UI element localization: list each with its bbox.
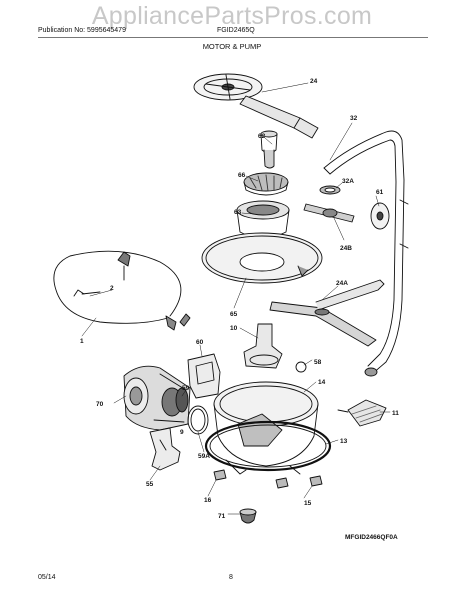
callout-labels: 24 62 32 66 32A 63 61 24B 65 2 24A 1 10 …	[80, 78, 399, 520]
sump-gasket-part	[204, 420, 332, 472]
heating-element-part	[53, 250, 191, 331]
callout-14: 14	[318, 379, 326, 386]
figure-id: MFGID2466QF0A	[345, 534, 398, 541]
pump-seal-part	[175, 387, 189, 413]
lower-spray-arm-part	[269, 279, 385, 347]
callout-59: 59	[182, 385, 190, 392]
exploded-parts-diagram: 24 62 32 66 32A 63 61 24B 65 2 24A 1 10 …	[53, 73, 409, 524]
callout-1: 1	[80, 338, 84, 345]
float-switch-part	[337, 399, 387, 427]
check-disc-part	[370, 202, 390, 230]
footer-date: 05/14	[38, 574, 56, 581]
callout-32a: 32A	[342, 178, 354, 185]
gasket-ring-part	[187, 405, 209, 435]
callout-2: 2	[110, 285, 114, 292]
callout-15: 15	[304, 500, 312, 507]
callout-16: 16	[204, 497, 212, 504]
page-number: 8	[229, 574, 233, 581]
header-rule	[38, 37, 428, 38]
callout-55: 55	[146, 481, 154, 488]
supply-tube-part	[323, 130, 409, 377]
callout-24a: 24A	[336, 280, 348, 287]
callout-65: 65	[230, 311, 238, 318]
upper-spray-arm-part	[193, 73, 319, 139]
callout-32: 32	[350, 115, 358, 122]
callout-63: 63	[234, 209, 242, 216]
callout-leader-lines	[81, 82, 391, 515]
check-ball-part	[295, 361, 307, 373]
callout-10: 10	[230, 325, 238, 332]
small-spray-arm-part	[303, 203, 355, 223]
bearing-ring-part	[319, 185, 341, 195]
diverter-part	[243, 323, 283, 369]
motor-bracket-part	[187, 353, 221, 399]
pump-housing-part	[236, 200, 290, 243]
callout-61: 61	[376, 189, 384, 196]
callout-62: 62	[258, 133, 266, 140]
callout-11: 11	[392, 410, 399, 417]
callout-24b: 24B	[340, 245, 352, 252]
callout-71: 71	[218, 513, 226, 520]
leveling-foot-part	[239, 508, 257, 524]
retaining-clip-part	[213, 469, 323, 489]
callout-70: 70	[96, 401, 104, 408]
callout-58: 58	[314, 359, 322, 366]
callout-9: 9	[180, 429, 184, 436]
filter-plate-part	[201, 232, 323, 284]
section-title: MOTOR & PUMP	[202, 42, 262, 51]
watermark-text: AppliancePartsPros.com	[91, 2, 373, 30]
wash-impeller-part	[243, 172, 289, 196]
motor-mount-bracket-part	[149, 427, 181, 471]
callout-66: 66	[238, 172, 246, 179]
callout-24: 24	[310, 78, 318, 85]
model-number: FGID2465Q	[217, 27, 255, 34]
publication-number: Publication No: 5995645479	[38, 27, 126, 34]
wire-harness-part	[81, 251, 131, 295]
callout-13: 13	[340, 438, 348, 445]
callout-60: 60	[196, 339, 204, 346]
callout-59a: 59A	[198, 453, 210, 460]
manifold-connector-part	[260, 130, 278, 169]
